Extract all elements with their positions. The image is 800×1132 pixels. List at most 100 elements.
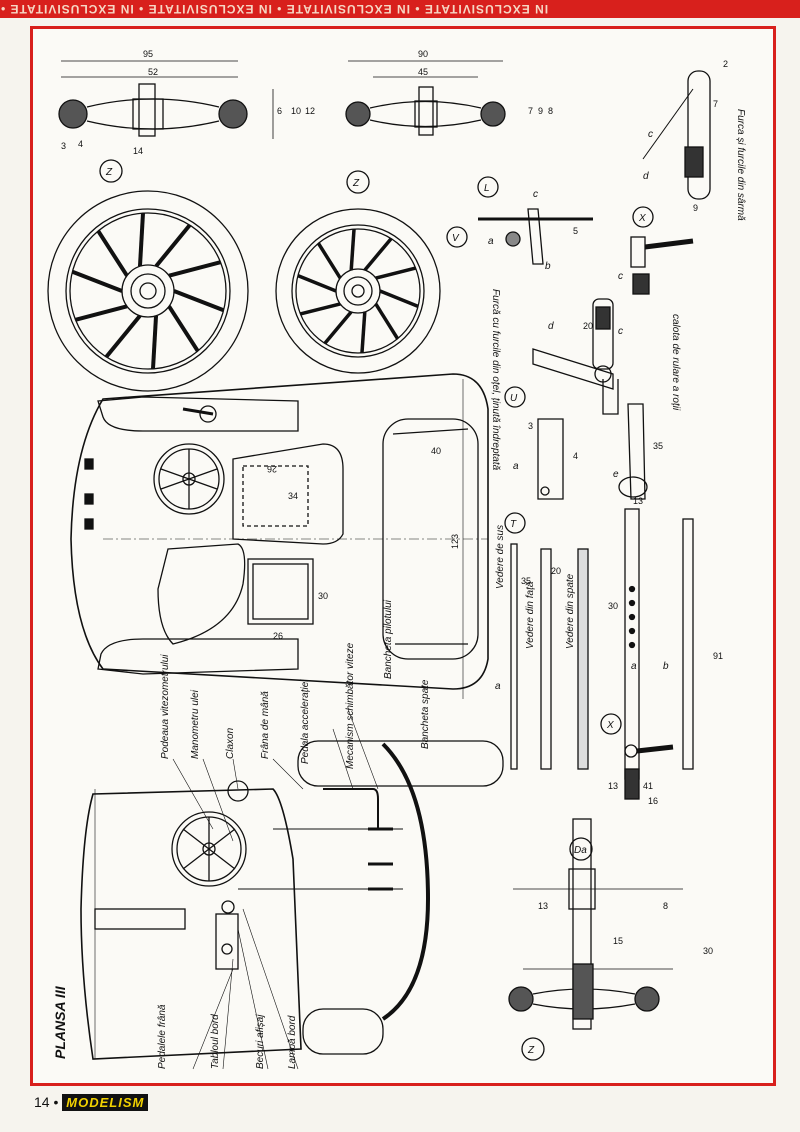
svg-text:6: 6 [277, 106, 282, 116]
svg-text:d: d [548, 321, 554, 332]
svg-text:40: 40 [431, 446, 441, 456]
svg-text:12: 12 [305, 106, 315, 116]
svg-text:X: X [638, 213, 646, 224]
svg-text:34: 34 [288, 491, 298, 501]
svg-text:Da: Da [574, 845, 587, 856]
svg-text:Pedala accelerației: Pedala accelerației [300, 679, 311, 764]
svg-text:Bancheta pilotului: Bancheta pilotului [383, 599, 394, 679]
pedals [368, 827, 393, 891]
detail-marker-x2: X [600, 713, 622, 735]
wheel-spoke [75, 304, 128, 322]
wheel-spoke [379, 289, 419, 308]
svg-text:95: 95 [143, 49, 153, 59]
svg-text:a: a [488, 236, 494, 247]
detail-marker-l: L [477, 176, 499, 198]
svg-text:13: 13 [608, 781, 618, 791]
footer-bullet: • [53, 1094, 59, 1110]
svg-text:8: 8 [663, 901, 668, 911]
svg-text:d: d [643, 171, 649, 182]
pedal-lever-detail: a e 35 3 4 [513, 403, 663, 500]
svg-text:Z: Z [352, 178, 360, 189]
detail-marker-z3: Z [521, 1037, 545, 1061]
wheel-spoke [173, 289, 225, 313]
detail-marker-x1: X [632, 206, 654, 228]
wheel-spoke [323, 310, 353, 345]
svg-text:7: 7 [528, 106, 533, 116]
svg-text:9: 9 [693, 203, 698, 213]
svg-text:Manometru ulei: Manometru ulei [190, 689, 201, 759]
plate-title: PLANSA III [52, 985, 68, 1059]
svg-text:a: a [495, 681, 501, 692]
svg-text:Becuri afișaj: Becuri afișaj [255, 1014, 266, 1069]
svg-text:L: L [484, 183, 490, 194]
page-footer: 14 • MODELISM [34, 1094, 149, 1111]
steering-wheel-profile-large: 95 52 6 10 12 14 3 4 [58, 49, 315, 156]
svg-text:Mecanism schimbător viteze: Mecanism schimbător viteze [345, 642, 356, 769]
svg-text:c: c [533, 189, 538, 200]
svg-text:30: 30 [703, 946, 713, 956]
svg-text:b: b [545, 261, 551, 272]
rod-hole [628, 641, 636, 649]
svg-text:T: T [510, 519, 517, 530]
svg-text:13: 13 [633, 496, 643, 506]
svg-text:Bancheta spate: Bancheta spate [420, 679, 431, 749]
car-body-top-view: 26 34 30 26 40 123 [70, 373, 489, 699]
svg-text:5: 5 [573, 226, 578, 236]
svg-text:123: 123 [450, 534, 460, 549]
magazine-logo: MODELISM [62, 1094, 149, 1111]
svg-text:16: 16 [648, 796, 658, 806]
wheel-spoke [363, 237, 393, 272]
svg-text:Tabloul bord: Tabloul bord [210, 1014, 221, 1069]
wheel-spoke [374, 303, 400, 340]
top-banner: IN EXCLUSIVITATE • IN EXCLUSIVITATE • IN… [0, 0, 800, 18]
page-number: 14 [34, 1094, 50, 1110]
fork-wire-detail: d c 7 2 9 Furca și furcile din sârmă [642, 59, 746, 221]
detail-marker-da: Da [569, 837, 593, 861]
svg-text:X: X [606, 720, 614, 731]
svg-text:b: b [663, 661, 669, 672]
svg-text:4: 4 [78, 139, 83, 149]
brake-fork-detail: Furcă cu furcile din oțel, ținută îndrep… [490, 289, 623, 471]
svg-text:2: 2 [723, 59, 728, 69]
wheel-spoke [137, 213, 145, 267]
wheel-large [47, 190, 249, 392]
dashboard-front-view [80, 740, 504, 1060]
svg-text:8: 8 [548, 106, 553, 116]
svg-text:a: a [631, 661, 637, 672]
rod-hole [628, 599, 636, 607]
svg-text:26: 26 [267, 464, 277, 474]
svg-text:26: 26 [273, 631, 283, 641]
wheel-spoke [360, 311, 367, 353]
svg-text:Pedalele frână: Pedalele frână [157, 1004, 168, 1069]
svg-text:30: 30 [318, 591, 328, 601]
axle-cap-detail: c calota de rulare a roții [618, 236, 694, 411]
svg-text:13: 13 [538, 901, 548, 911]
svg-text:Furca și furcile din sârmă: Furca și furcile din sârmă [735, 109, 746, 221]
svg-text:PLANSA III: PLANSA III [52, 985, 68, 1059]
dashboard-callouts: Podeaua vitezometrului Manometru ulei Cl… [157, 599, 431, 1070]
svg-text:c: c [618, 271, 623, 282]
wheel-spoke [297, 274, 337, 293]
detail-marker-z2: Z [346, 170, 370, 194]
svg-text:91: 91 [713, 651, 723, 661]
steering-column-detail: 13 15 30 8 [508, 818, 713, 1030]
svg-text:7: 7 [713, 99, 718, 109]
detail-marker-z1: Z [99, 159, 123, 183]
wheel-spoke [316, 242, 342, 279]
svg-text:c: c [648, 129, 653, 140]
svg-text:Z: Z [105, 167, 113, 178]
svg-text:Lampă bord: Lampă bord [287, 1015, 298, 1069]
svg-text:10: 10 [291, 106, 301, 116]
svg-text:41: 41 [643, 781, 653, 791]
steering-wheel-profile-small: 90 45 7 9 8 [345, 49, 553, 136]
wheel-spoke [71, 269, 123, 293]
rod-hole [628, 613, 636, 621]
svg-text:Frâna de mână: Frâna de mână [260, 691, 271, 759]
svg-text:Podeaua vitezometrului: Podeaua vitezometrului [160, 654, 171, 759]
svg-text:a: a [513, 461, 519, 472]
rod-hole [628, 627, 636, 635]
svg-text:V: V [452, 233, 460, 244]
svg-text:Vedere de sus: Vedere de sus [495, 525, 506, 589]
svg-text:45: 45 [418, 67, 428, 77]
svg-text:c: c [618, 326, 623, 337]
